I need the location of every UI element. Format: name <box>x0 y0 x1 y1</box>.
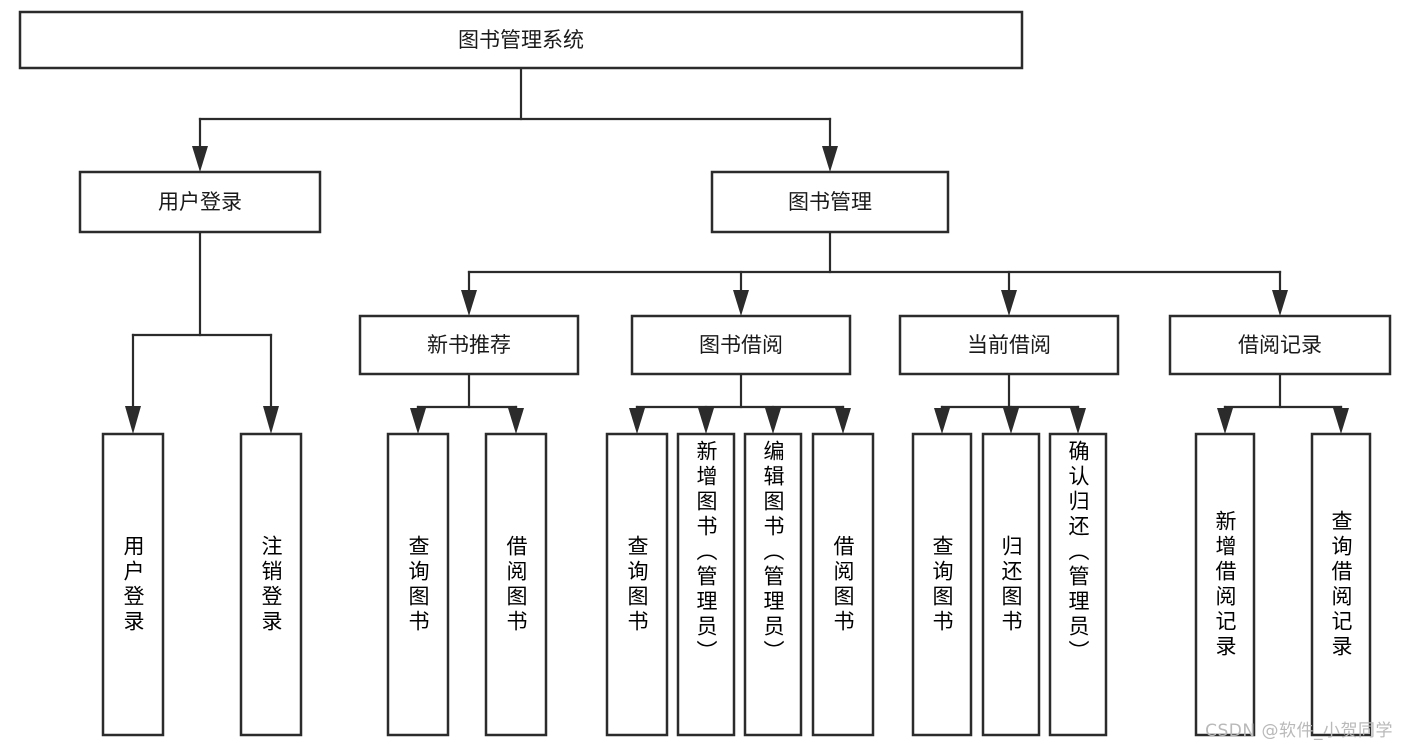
leaf-add-book-box[interactable] <box>676 432 736 737</box>
arrowhead-leaf-add-borrow-record <box>1217 408 1233 434</box>
leaf-user-login-box[interactable] <box>101 432 165 737</box>
arrowhead-book-borrow <box>733 290 749 316</box>
leaf-edit-book-label: 编辑图书（管理员） <box>761 440 785 665</box>
arrowhead-borrow-record <box>1272 290 1288 316</box>
node-root-box[interactable] <box>18 10 1024 70</box>
arrowhead-new-book-recommend <box>461 290 477 316</box>
node-new-book-recommend-label: 新书推荐 <box>427 333 511 357</box>
connector-layer <box>125 66 1349 434</box>
arrowhead-leaf-query-book-current <box>934 408 950 434</box>
node-new-book-recommend-box[interactable] <box>358 314 580 376</box>
arrowhead-leaf-query-book-borrow <box>629 408 645 434</box>
node-root-label: 图书管理系统 <box>458 28 584 52</box>
node-user-login-label: 用户登录 <box>158 190 242 214</box>
leaf-return-book-box[interactable] <box>981 432 1041 737</box>
leaf-query-book-recommend-box[interactable] <box>386 432 450 737</box>
node-current-borrow[interactable]: 当前借阅 <box>898 314 1120 376</box>
arrowhead-leaf-borrow-book-recommend <box>508 408 524 434</box>
node-book-manage-box[interactable] <box>710 170 950 234</box>
arrowhead-leaf-return-book <box>1003 408 1019 434</box>
leaf-logout-box[interactable] <box>239 432 303 737</box>
leaf-edit-book-box[interactable] <box>743 432 803 737</box>
leaf-query-book-recommend-label: 查询图书 <box>406 534 430 635</box>
leaf-boxes-layer <box>101 432 1372 737</box>
leaf-confirm-return-box[interactable] <box>1048 432 1108 737</box>
leaf-logout-label: 注销登录 <box>259 534 283 635</box>
leaf-add-borrow-record-box[interactable] <box>1194 432 1256 737</box>
node-new-book-recommend[interactable]: 新书推荐 <box>358 314 580 376</box>
leaf-borrow-book-box[interactable] <box>811 432 875 737</box>
arrowhead-leaf-logout <box>263 406 279 434</box>
leaf-query-book-borrow-box[interactable] <box>605 432 669 737</box>
node-book-borrow-label: 图书借阅 <box>699 333 783 357</box>
leaf-add-borrow-record-label: 新增借阅记录 <box>1213 509 1237 660</box>
arrowhead-current-borrow <box>1001 290 1017 316</box>
node-book-manage-label: 图书管理 <box>788 190 872 214</box>
node-user-login-box[interactable] <box>78 170 322 234</box>
node-root[interactable]: 图书管理系统 <box>18 10 1024 70</box>
node-current-borrow-label: 当前借阅 <box>967 333 1051 357</box>
arrowhead-leaf-add-book <box>698 408 714 434</box>
arrowhead-user-login <box>192 146 208 172</box>
leaf-query-borrow-record-box[interactable] <box>1310 432 1372 737</box>
leaf-borrow-book-recommend-box[interactable] <box>484 432 548 737</box>
leaf-borrow-book-label: 借阅图书 <box>831 534 855 635</box>
node-borrow-record-label: 借阅记录 <box>1238 333 1322 357</box>
leaf-return-book-label: 归还图书 <box>999 534 1023 635</box>
leaf-borrow-book-recommend-label: 借阅图书 <box>504 534 528 635</box>
leaf-query-book-current-box[interactable] <box>911 432 973 737</box>
node-borrow-record[interactable]: 借阅记录 <box>1168 314 1392 376</box>
leaf-query-borrow-record-label: 查询借阅记录 <box>1329 509 1353 660</box>
node-book-borrow-box[interactable] <box>630 314 852 376</box>
node-user-login[interactable]: 用户登录 <box>78 170 322 234</box>
node-book-borrow[interactable]: 图书借阅 <box>630 314 852 376</box>
node-borrow-record-box[interactable] <box>1168 314 1392 376</box>
arrowhead-leaf-query-book-recommend <box>410 408 426 434</box>
leaf-confirm-return-label: 确认归还（管理员） <box>1066 440 1090 665</box>
arrowhead-book-manage <box>822 146 838 172</box>
node-book-manage[interactable]: 图书管理 <box>710 170 950 234</box>
arrowhead-leaf-edit-book <box>765 408 781 434</box>
arrowhead-leaf-borrow-book <box>835 408 851 434</box>
node-current-borrow-box[interactable] <box>898 314 1120 376</box>
leaf-add-book-label: 新增图书（管理员） <box>694 440 718 665</box>
arrowhead-leaf-query-borrow-record <box>1333 408 1349 434</box>
leaf-query-book-current-label: 查询图书 <box>930 534 954 635</box>
leaf-query-book-borrow-label: 查询图书 <box>625 534 649 635</box>
leaf-user-login-label: 用户登录 <box>121 534 145 635</box>
arrowhead-leaf-confirm-return <box>1070 408 1086 434</box>
arrowhead-leaf-user-login <box>125 406 141 434</box>
leaf-labels-layer: 用户登录 注销登录 查询图书 借阅图书 查询图书 <box>121 440 1353 665</box>
